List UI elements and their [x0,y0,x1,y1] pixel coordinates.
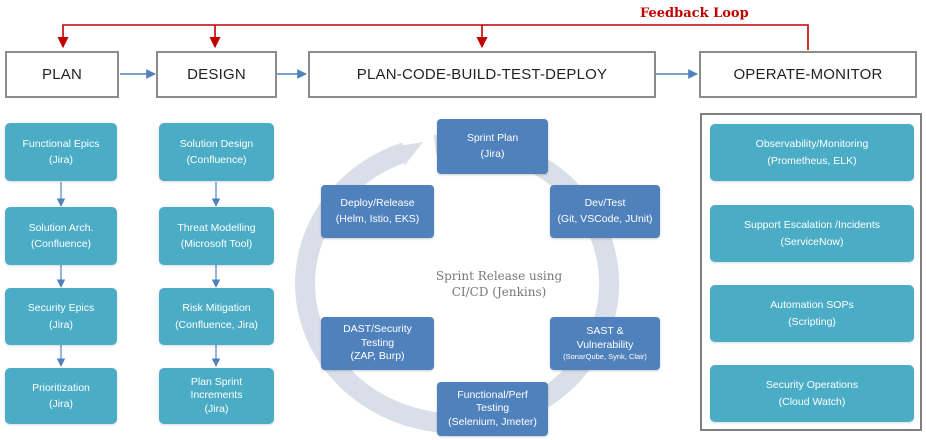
design-item-threat-modelling: Threat Modelling (Microsoft Tool) [159,207,274,265]
cycle-step-tool: (Selenium, Jmeter) [448,415,537,428]
cycle-step-title: DAST/Security [343,323,412,336]
cycle-step-functional-perf-testing: Functional/Perf Testing (Selenium, Jmete… [437,382,548,436]
feedback-loop-lines [57,24,809,50]
operate-item-automation-sops: Automation SOPs (Scripting) [710,285,914,342]
cycle-step-tool: (Git, VSCode, JUnit) [557,212,653,225]
design-item-title: Threat Modelling [177,221,256,234]
cycle-step-deploy-release: Deploy/Release (Helm, Istio, EKS) [321,185,434,238]
cycle-step-tool: (Jira) [480,147,505,160]
phase-plan-code-build-test-deploy: PLAN-CODE-BUILD-TEST-DEPLOY [308,51,656,98]
cycle-step-tool: (SonarQube, Synk, Clair) [563,352,647,362]
plan-item-security-epics: Security Epics (Jira) [5,288,117,345]
cycle-step-title-line2: Testing [475,402,510,415]
cycle-center-line1: Sprint Release using [435,269,563,283]
plan-item-prioritization: Prioritization (Jira) [5,368,117,424]
design-item-tool: (Microsoft Tool) [180,238,253,250]
plan-item-tool: (Jira) [49,398,73,410]
operate-item-tool: (ServiceNow) [780,235,844,248]
cycle-step-tool: (Helm, Istio, EKS) [335,212,420,225]
design-item-plan-sprint-increments: Plan Sprint Increments (Jira) [159,368,274,424]
operate-item-title: Observability/Monitoring [755,138,869,151]
operate-item-security-operations: Security Operations (Cloud Watch) [710,365,914,422]
design-item-title: Plan Sprint [190,375,243,388]
phase-plan: PLAN [5,51,119,98]
plan-item-tool: (Jira) [49,318,73,331]
feedback-loop-label: Feedback Loop [640,6,749,21]
cycle-step-tool: (ZAP, Burp) [350,350,405,363]
design-item-title: Risk Mitigation [182,302,251,315]
design-item-tool: (Confluence) [186,154,247,166]
operate-item-tool: (Cloud Watch) [778,395,846,408]
operate-item-title: Security Operations [765,379,859,392]
cycle-step-title: Sprint Plan [466,132,519,145]
design-item-solution-design: Solution Design (Confluence) [159,123,274,181]
operate-item-support-escalation: Support Escalation /Incidents (ServiceNo… [710,205,914,262]
operate-item-tool: (Scripting) [788,315,836,328]
plan-item-title: Security Epics [27,302,95,315]
cycle-step-title: Functional/Perf [457,388,528,401]
operate-item-title: Automation SOPs [770,299,854,312]
operate-item-tool: (Prometheus, ELK) [767,154,857,167]
plan-item-solution-arch: Solution Arch. (Confluence) [5,207,117,265]
operate-item-observability: Observability/Monitoring (Prometheus, EL… [710,124,914,181]
plan-item-title: Prioritization [32,381,90,394]
operate-item-title: Support Escalation /Incidents [744,219,880,232]
phase-design: DESIGN [156,51,277,98]
cycle-step-sast-vulnerability: SAST & Vulnerability (SonarQube, Synk, C… [550,317,660,370]
plan-item-title: Functional Epics [22,137,100,150]
design-item-title-line2: Increments [190,389,243,402]
cycle-step-dast-security-testing: DAST/Security Testing (ZAP, Burp) [321,317,434,370]
design-item-tool: (Confluence, Jira) [175,318,258,331]
design-item-title: Solution Design [179,137,254,150]
plan-item-title: Solution Arch. [28,221,94,234]
operate-monitor-frame [700,113,922,431]
design-item-risk-mitigation: Risk Mitigation (Confluence, Jira) [159,288,274,345]
cycle-step-title: Deploy/Release [340,197,415,210]
plan-item-functional-epics: Functional Epics (Jira) [5,123,117,181]
cycle-center-line2: CI/CD (Jenkins) [451,285,547,300]
cycle-step-title: Dev/Test [584,197,626,210]
cycle-step-dev-test: Dev/Test (Git, VSCode, JUnit) [550,185,660,238]
cycle-step-sprint-plan: Sprint Plan (Jira) [437,119,548,174]
cycle-step-title-line2: Testing [360,336,395,349]
plan-item-tool: (Confluence) [30,238,92,250]
cycle-step-title: SAST & [586,324,624,337]
phase-operate-monitor: OPERATE-MONITOR [699,51,917,98]
plan-item-tool: (Jira) [49,154,73,166]
design-item-tool: (Jira) [204,402,229,415]
cycle-step-title-line2: Vulnerability [576,338,634,351]
cycle-center-label: Sprint Release using CI/CD (Jenkins) [410,268,588,300]
